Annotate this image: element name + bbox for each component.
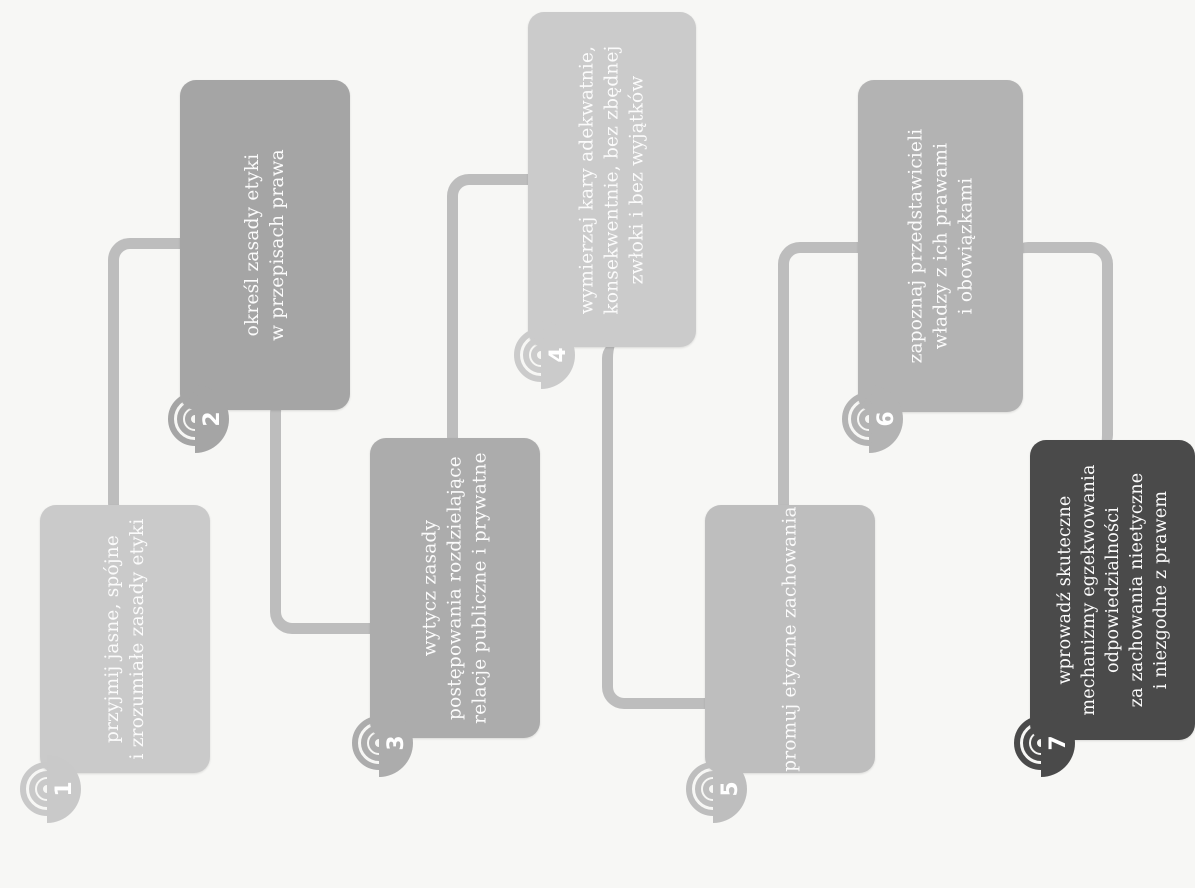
concentric-arcs-icon [1014, 709, 1075, 777]
concentric-arcs-icon [686, 755, 747, 823]
step-text-3: wytycz zasady postępowania rozdzielające… [419, 452, 491, 724]
connector-3-4 [447, 174, 553, 455]
step-badge-3: 3 [342, 706, 416, 780]
step-text-2: określ zasady etyki w przepisach prawa [242, 149, 288, 341]
connector-4-5 [602, 340, 723, 709]
step-text-5: promuj etyczne zachowania [779, 506, 801, 772]
step-card-6: zapoznaj przedstawicieli władzy z ich pr… [858, 80, 1023, 412]
step-number-6: 6 [874, 411, 899, 427]
step-badge-4: 4 [504, 318, 578, 392]
step-card-7: wprowadź skuteczne mechanizmy egzekwowan… [1030, 440, 1195, 740]
concentric-arcs-icon [168, 385, 229, 453]
step-badge-2: 2 [158, 382, 232, 456]
step-number-1: 1 [52, 781, 77, 797]
step-card-1: przyjmij jasne, spójne i zrozumiałe zasa… [40, 505, 210, 773]
connector-6-7 [1010, 242, 1113, 453]
step-card-2: określ zasady etyki w przepisach prawa [180, 80, 350, 410]
step-text-1: przyjmij jasne, spójne i zrozumiałe zasa… [102, 518, 148, 760]
step-card-4: wymierzaj kary adekwatnie, konsekwentnie… [528, 12, 696, 347]
step-card-3: wytycz zasady postępowania rozdzielające… [370, 438, 540, 738]
step-number-4: 4 [546, 347, 571, 363]
step-badge-6: 6 [832, 382, 906, 456]
concentric-arcs-icon [842, 385, 903, 453]
concentric-arcs-icon [514, 321, 575, 389]
step-number-7: 7 [1046, 735, 1071, 751]
connector-2-3 [270, 395, 391, 634]
step-card-5: promuj etyczne zachowania [705, 505, 875, 773]
step-text-4: wymierzaj kary adekwatnie, konsekwentnie… [576, 44, 648, 315]
step-text-6: zapoznaj przedstawicieli władzy z ich pr… [905, 128, 976, 364]
step-number-2: 2 [200, 411, 225, 427]
step-text-7: wprowadź skuteczne mechanizmy egzekwowan… [1054, 464, 1171, 716]
step-badge-7: 7 [1004, 706, 1078, 780]
concentric-arcs-icon [20, 755, 81, 823]
connector-5-6 [778, 242, 879, 521]
step-number-3: 3 [384, 735, 409, 751]
concentric-arcs-icon [352, 709, 413, 777]
step-badge-1: 1 [10, 752, 84, 826]
step-badge-5: 5 [676, 752, 750, 826]
connector-1-2 [108, 238, 201, 521]
step-number-5: 5 [718, 781, 743, 797]
